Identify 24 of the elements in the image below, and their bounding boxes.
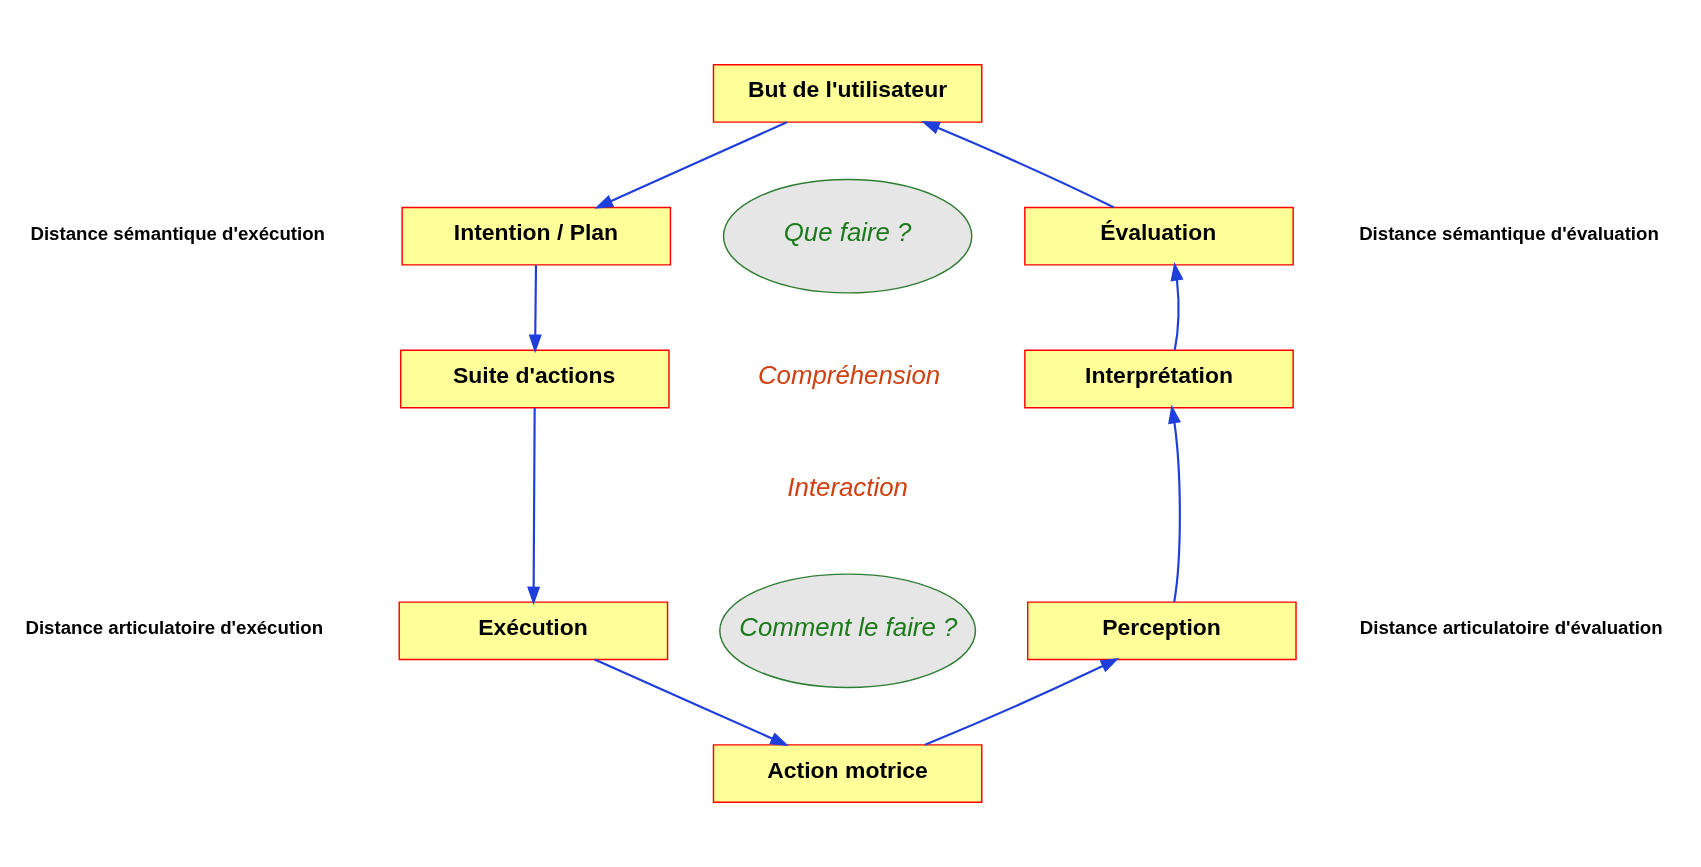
arrow — [594, 658, 789, 746]
arrow — [528, 265, 542, 354]
node-ellipse: Comment le faire ? — [719, 573, 977, 689]
node-box: Exécution — [398, 601, 669, 661]
node-box: Perception — [1027, 601, 1297, 661]
node-box: Évaluation — [1024, 206, 1294, 266]
arrow — [1168, 404, 1181, 603]
node-box: Intention / Plan — [401, 206, 672, 266]
node-box: Action motrice — [712, 744, 983, 803]
label: Distance articulatoire d'évaluation — [1359, 617, 1663, 639]
arrow — [527, 408, 541, 606]
node-box: But de l'utilisateur — [712, 64, 983, 123]
node-box: Interprétation — [1024, 349, 1294, 409]
node-box: Suite d'actions — [399, 349, 670, 409]
label: Distance sémantique d'évaluation — [1359, 222, 1659, 244]
arrow — [1170, 262, 1184, 351]
label: Compréhension — [757, 360, 941, 389]
arrow — [594, 121, 788, 209]
label: Interaction — [787, 472, 908, 501]
arrow — [924, 658, 1120, 746]
node-ellipse: Que faire ? — [722, 178, 973, 294]
label: Distance articulatoire d'exécution — [25, 617, 324, 639]
arrow — [921, 120, 1115, 209]
label: Distance sémantique d'exécution — [30, 222, 325, 244]
